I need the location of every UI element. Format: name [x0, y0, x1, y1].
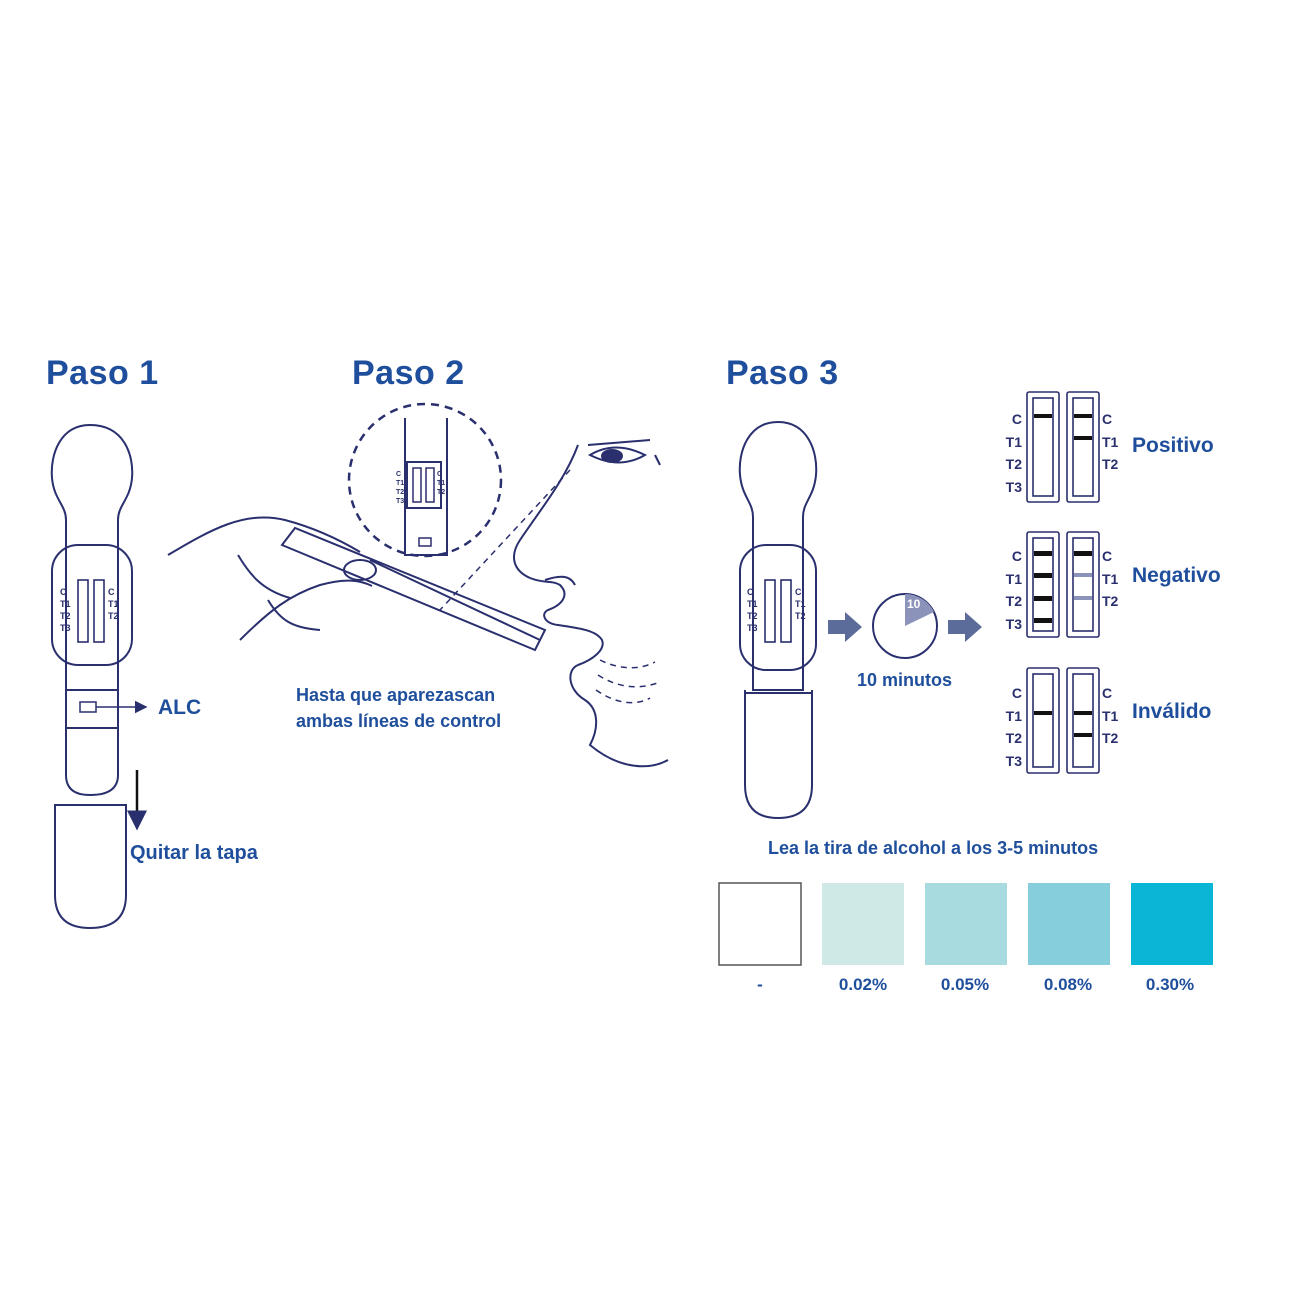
result-negativo-label: Negativo — [1132, 564, 1221, 587]
alc-label: ALC — [158, 696, 202, 719]
timer-clock-icon — [872, 593, 938, 659]
step3-arrow-to-results — [948, 612, 982, 642]
swatch-label: 0.08% — [1043, 975, 1093, 994]
swatch-label: - — [757, 975, 763, 994]
result-invalido-label: Inválido — [1132, 700, 1212, 723]
alcohol-swatch — [718, 882, 802, 966]
step3-arrow-to-timer — [828, 612, 862, 642]
step1-title: Paso 1 — [46, 354, 159, 392]
result-lines — [1034, 414, 1092, 737]
alcohol-color-swatches — [718, 882, 1213, 966]
swatch-label: 0.05% — [940, 975, 990, 994]
result-positivo-label: Positivo — [1132, 434, 1214, 457]
timer-label: 10 minutos — [857, 670, 953, 690]
step1-test-device — [50, 423, 134, 797]
magnified-window-circle — [347, 402, 503, 558]
alcohol-swatch — [1028, 883, 1110, 965]
step1-cap — [54, 804, 127, 930]
alcohol-swatch — [822, 883, 904, 965]
step2-note: Hasta que aparezascan ambas líneas de co… — [296, 682, 501, 734]
swatch-label: 0.02% — [838, 975, 888, 994]
alcohol-swatch — [925, 883, 1007, 965]
breath-lines — [439, 469, 661, 704]
result-strips — [1026, 391, 1100, 774]
hand-holding-device — [167, 516, 547, 652]
step2-note-line2: ambas líneas de control — [296, 711, 502, 731]
step2-title: Paso 2 — [352, 354, 465, 392]
timer-value: 10 — [907, 597, 921, 611]
alcohol-chart-caption: Lea la tira de alcohol a los 3-5 minutos — [768, 838, 1099, 858]
remove-cap-label: Quitar la tapa — [130, 842, 258, 864]
step3-test-device — [738, 420, 818, 820]
face-profile — [513, 439, 669, 768]
step2-note-line1: Hasta que aparezascan — [296, 685, 496, 705]
swatch-label: 0.30% — [1145, 975, 1195, 994]
step3-title: Paso 3 — [726, 354, 839, 392]
alcohol-swatch — [1131, 883, 1213, 965]
magnified-device-detail — [404, 418, 448, 556]
